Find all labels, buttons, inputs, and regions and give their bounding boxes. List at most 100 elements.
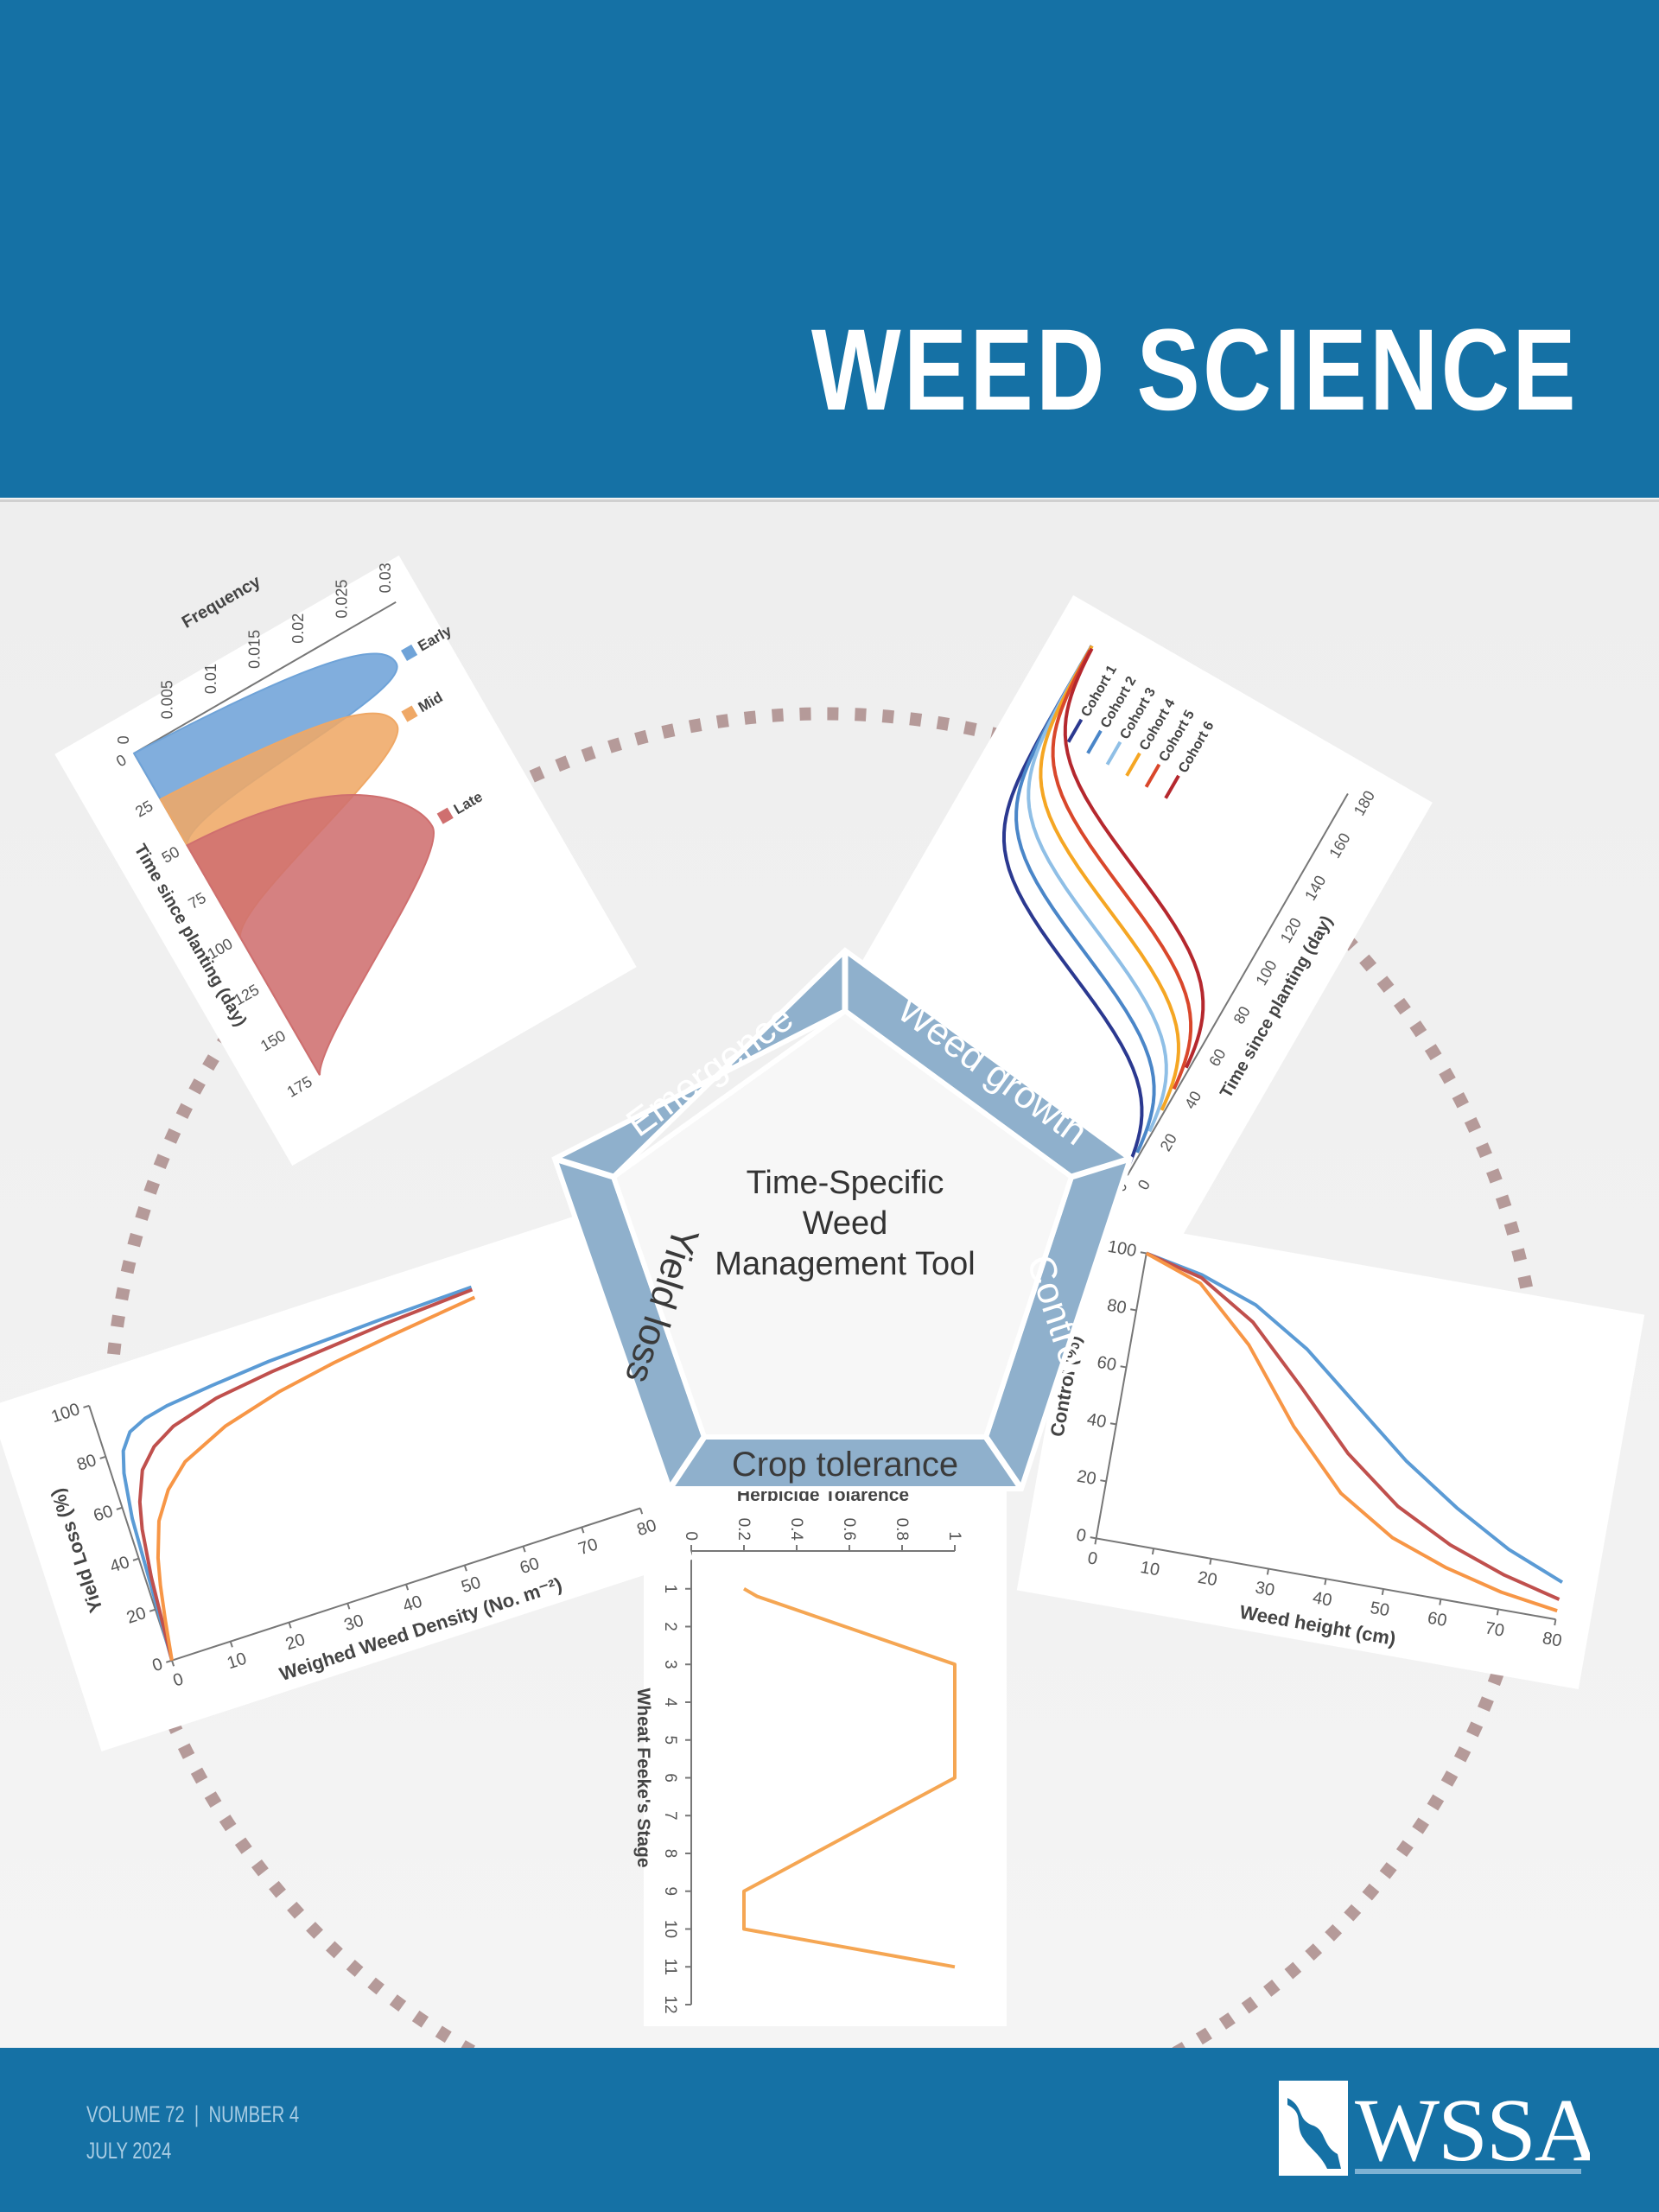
crop_tolerance-x-tick-label: 8 (661, 1849, 679, 1859)
weed_growth-legend-swatch-1 (1066, 718, 1084, 743)
crop_tolerance-x-tick-label: 3 (661, 1660, 679, 1669)
weed_growth-legend-swatch-6 (1164, 774, 1180, 799)
control-y-tick (1100, 1479, 1107, 1483)
crop_tolerance-x-tick-label: 2 (661, 1622, 679, 1631)
yield_loss-y-tick (116, 1506, 123, 1510)
emergence-frequency-tick-label: 0.005 (159, 680, 176, 719)
crop_tolerance-y-tick-label: 1 (945, 1531, 963, 1541)
crop_tolerance-x-tick-label: 4 (661, 1698, 679, 1707)
crop_tolerance-x-axis-label: Wheat Feeke's Stage (633, 1688, 653, 1867)
yield_loss-series-3-line (156, 1295, 476, 1661)
control-y-tick (1090, 1536, 1096, 1540)
weed_growth-legend-swatch-2 (1086, 729, 1103, 754)
control-x-tick-label: 10 (1139, 1558, 1161, 1580)
crop_tolerance-x-tick-label: 12 (661, 1995, 679, 2013)
volume-text: VOLUME 72 (86, 2101, 185, 2127)
center-title-line-3: Management Tool (715, 1246, 975, 1282)
weed_growth-legend-swatch-5 (1144, 763, 1161, 788)
control-x-tick-label: 50 (1369, 1599, 1391, 1621)
control-y-tick (1120, 1365, 1127, 1369)
crop_tolerance-series-1-line (742, 1586, 957, 1969)
weed_growth-cohort-6-line (1063, 647, 1205, 1069)
weed_growth-legend-swatch-3 (1105, 741, 1122, 766)
control-x-tick-label: 60 (1426, 1609, 1448, 1631)
crop_tolerance-y-tick-label: 0.8 (893, 1518, 911, 1541)
pentagon-dividers (553, 950, 1132, 1491)
crop_tolerance-y-tick-label: 0 (682, 1531, 700, 1541)
emergence-legend-swatch-1 (401, 644, 418, 661)
yield_loss-x-tick (463, 1565, 467, 1572)
crop_tolerance-x-tick-label: 1 (661, 1584, 679, 1593)
emergence-chart: 025507510012515017500.0050.010.0150.020.… (54, 555, 637, 1166)
control-x-tick (1209, 1558, 1212, 1565)
control-x-tick (1496, 1609, 1499, 1616)
issue-line: VOLUME 72 | NUMBER 4 (86, 2101, 299, 2128)
pentagon-inner (610, 1007, 1075, 1440)
crop_tolerance-x-tick-label: 11 (661, 1958, 679, 1975)
control-x-tick (1554, 1618, 1557, 1626)
center-title-line-2: Weed (803, 1205, 888, 1242)
yield_loss-y-axis (88, 1405, 173, 1661)
yield_loss-y-tick (132, 1557, 139, 1561)
logo-river-icon (1287, 2098, 1341, 2169)
control-y-axis (1095, 1253, 1147, 1539)
crop_tolerance-x-tick-label: 7 (661, 1811, 679, 1821)
crop_tolerance-x-tick-label: 10 (661, 1920, 679, 1938)
issue-separator: | (194, 2101, 200, 2127)
logo-wordmark: WSSA (1355, 2081, 1590, 2180)
emergence-legend-swatch-3 (436, 807, 454, 824)
cover-footer (0, 2048, 1659, 2212)
yield_loss-x-axis (171, 1507, 641, 1662)
crop_tolerance-y-tick-label: 0.4 (787, 1518, 805, 1541)
control-y-tick-label: 60 (1096, 1353, 1118, 1376)
control-y-tick (1130, 1308, 1137, 1312)
cover-header: WEED SCIENCE (0, 0, 1659, 498)
yield_loss-y-tick (149, 1608, 156, 1612)
control-y-tick (1109, 1422, 1117, 1426)
emergence-area-late (186, 794, 435, 1076)
yield_loss-series-1-line (121, 1285, 473, 1662)
number-text: NUMBER 4 (208, 2101, 300, 2127)
emergence-legend-swatch-2 (401, 705, 418, 722)
control-y-tick-label: 40 (1085, 1410, 1108, 1433)
cover-illustration: 025507510012515017500.0050.010.0150.020.… (0, 555, 1645, 2050)
yield_loss-y-tick (165, 1659, 173, 1663)
weed_growth-cohort-5-line (1051, 649, 1193, 1090)
yield-loss-panel (0, 1214, 694, 1751)
crop-tolerance-label: Crop tolerance (732, 1446, 958, 1484)
weed_growth-cohort-4-line (1039, 645, 1180, 1111)
yield_loss-x-tick (229, 1641, 233, 1648)
crop_tolerance-y-tick-label: 0.6 (840, 1518, 858, 1541)
yield_loss-series-2-line (137, 1287, 474, 1662)
emergence-frequency-tick-label: 0.015 (246, 630, 264, 669)
control-x-tick-label: 20 (1197, 1568, 1219, 1591)
control-y-tick-label: 20 (1076, 1467, 1098, 1490)
journal-title: WEED SCIENCE (811, 306, 1579, 435)
yield_loss-x-tick (405, 1584, 410, 1591)
wssa-logo: WSSA (1279, 2081, 1590, 2180)
control-y-tick-label: 80 (1106, 1296, 1128, 1319)
control-x-tick (1381, 1588, 1384, 1596)
control-y-tick-label: 0 (1075, 1526, 1088, 1547)
emergence-frequency-tick-label: 0.01 (202, 664, 219, 694)
weed_growth-legend-swatch-4 (1125, 752, 1141, 777)
emergence-frequency-tick-label: 0.025 (334, 580, 351, 619)
control-y-tick (1140, 1251, 1147, 1255)
control-x-tick-label: 80 (1541, 1629, 1563, 1651)
logo-tagline-bar (1355, 2169, 1581, 2174)
control-series-3-line (1145, 1251, 1558, 1613)
yield_loss-x-tick (288, 1622, 292, 1629)
yield_loss-y-tick (99, 1455, 106, 1459)
emergence-frequency-axis-label: Frequency (179, 572, 264, 632)
control-x-tick-label: 40 (1311, 1588, 1333, 1611)
yield_loss-x-tick (522, 1546, 526, 1553)
control-x-tick-label: 30 (1254, 1578, 1276, 1600)
yield_loss-x-tick (581, 1527, 585, 1534)
center-title-line-1: Time-Specific (747, 1165, 944, 1201)
yield_loss-x-tick (346, 1603, 351, 1610)
control-x-tick (1094, 1538, 1097, 1545)
yield_loss-y-tick (83, 1404, 90, 1408)
